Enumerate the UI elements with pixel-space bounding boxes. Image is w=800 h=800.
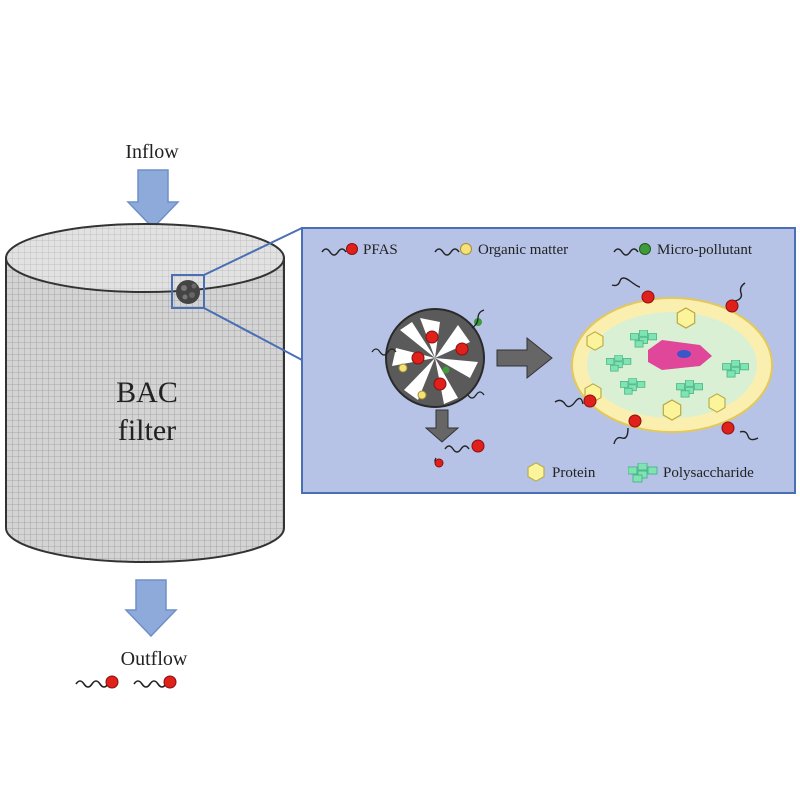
- legend-organic-matter: Organic matter: [434, 242, 568, 258]
- legend-organic-label: Organic matter: [478, 242, 568, 258]
- protein-icon: [676, 307, 696, 329]
- outflow-label: Outflow: [121, 648, 188, 670]
- pfas-head-icon: [346, 243, 358, 255]
- protein-icon: [586, 331, 604, 351]
- legend-micro-label: Micro-pollutant: [657, 242, 753, 258]
- outflow-arrow-icon: [124, 579, 178, 638]
- zoom-box: [171, 274, 205, 309]
- legend-protein: Protein: [527, 462, 596, 482]
- micro-tail-icon: [613, 248, 639, 256]
- inflow-arrow-icon: [126, 169, 180, 230]
- bac-filter-cylinder: [5, 223, 285, 563]
- organic-head-icon: [460, 243, 472, 255]
- nucleus-icon: [648, 340, 712, 370]
- arrow-to-cell-icon: [496, 336, 553, 380]
- bacterial-cell: [571, 297, 773, 433]
- micro-head-icon: [639, 243, 651, 255]
- legend-protein-label: Protein: [552, 465, 596, 481]
- filter-label-line2: filter: [118, 414, 176, 447]
- inflow-label: Inflow: [125, 141, 179, 163]
- released-pfas-icon: [434, 439, 485, 468]
- filter-label-line1: BAC: [116, 376, 178, 409]
- zoom-line-bottom: [203, 307, 303, 361]
- protein-icon: [662, 399, 682, 421]
- outflow-pfas-icon: [75, 675, 177, 689]
- protein-legend-icon: [527, 462, 545, 482]
- attached-pfas-icons: [554, 277, 759, 445]
- legend-pfas: PFAS: [321, 242, 398, 258]
- legend-micro-pollutant: Micro-pollutant: [613, 242, 753, 258]
- arrow-down-release-icon: [424, 409, 460, 443]
- carbon-granule-icon: [176, 280, 200, 304]
- legend-polysaccharide: Polysaccharide: [628, 463, 754, 483]
- activated-carbon-granule: [371, 308, 485, 408]
- pfas-tail-icon: [321, 248, 347, 256]
- legend-pfas-label: PFAS: [363, 242, 398, 258]
- organic-tail-icon: [434, 248, 460, 256]
- zoom-line-top: [203, 227, 303, 276]
- legend-polysaccharide-label: Polysaccharide: [663, 465, 754, 481]
- protein-icon: [708, 393, 726, 413]
